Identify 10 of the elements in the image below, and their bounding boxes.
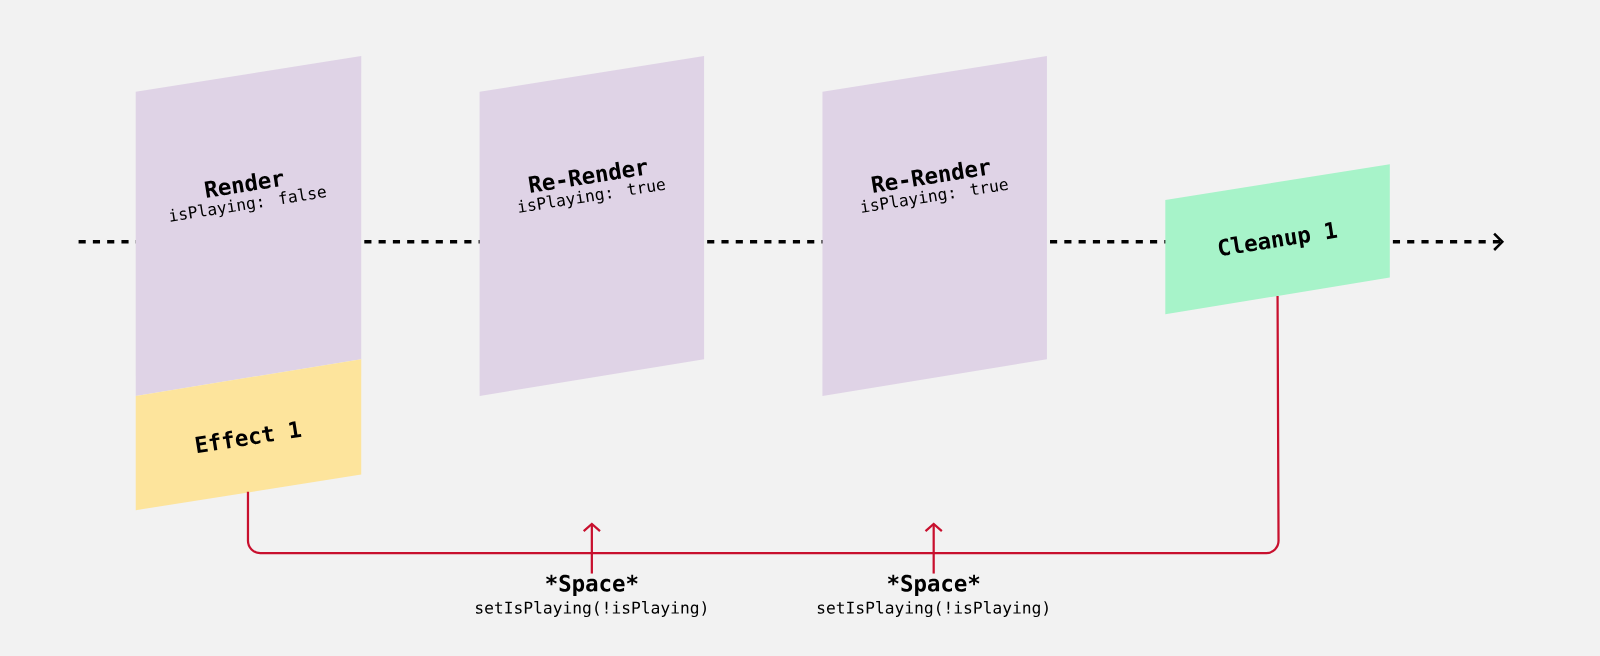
panel: Render isPlaying: false (135, 56, 362, 396)
connector (924, 522, 943, 574)
panel: Re-Render isPlaying: true (822, 56, 1047, 396)
effect-box: Effect 1 (135, 359, 362, 511)
panel: Re-Render isPlaying: true (479, 56, 705, 396)
connector (582, 522, 601, 574)
connector (246, 295, 1280, 555)
key-label: *Space* setIsPlaying(!isPlaying) (817, 574, 1048, 617)
key-label: *Space* setIsPlaying(!isPlaying) (476, 574, 706, 617)
cleanup-box: Cleanup 1 (1165, 164, 1390, 315)
